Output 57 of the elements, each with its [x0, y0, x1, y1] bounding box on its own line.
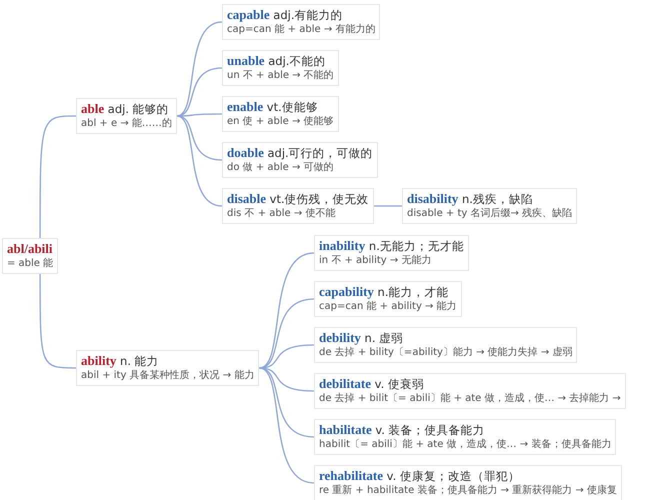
headword-text: capable adj.有能力的: [227, 7, 344, 23]
etymology-text: abl + e → 能……的: [81, 117, 172, 131]
word-card: [402, 188, 578, 224]
etymology-text: un 不 + able → 不能的: [227, 69, 334, 83]
word-card: [76, 98, 177, 134]
etymology-text: re 重新 + habilitate 装备；使具备能力 → 重新获得能力 → 使康复: [319, 484, 617, 498]
word-card: [222, 142, 378, 178]
headword-text: debility n. 虚弱: [319, 330, 404, 346]
connector-curve: [39, 115, 76, 238]
word-card: [314, 465, 622, 500]
connector-curve: [259, 344, 314, 369]
etymology-text: de 去掉 + bility〔=ability〕能力 → 使能力失掉 → 虚弱: [319, 346, 572, 360]
headword-text: able adj. 能够的: [81, 101, 170, 117]
connector-curve: [259, 252, 314, 369]
connector-curve: [374, 205, 402, 207]
etymology-text: cap=can 能 + ability → 能力: [319, 300, 457, 314]
connector-curve: [259, 367, 314, 484]
word-card: [314, 419, 616, 455]
connector-curve: [176, 115, 222, 207]
word-card: [314, 235, 469, 271]
connector-curve: [259, 298, 314, 369]
etymology-text: disable + ty 名词后缀→ 残疾、缺陷: [407, 207, 572, 221]
connector-curve: [259, 367, 314, 438]
connector-curve: [176, 115, 222, 161]
headword-text: abl/abili: [7, 241, 54, 257]
word-card: [76, 350, 260, 386]
headword-text: capability n.能力，才能: [319, 284, 450, 300]
etymology-text: do 做 + able → 可做的: [227, 161, 335, 175]
word-card: [222, 4, 380, 40]
word-card: [314, 327, 578, 363]
headword-text: debilitate v. 使衰弱: [319, 376, 425, 392]
word-card: [2, 238, 58, 274]
word-card: [222, 188, 374, 224]
etymology-text: dis 不 + able → 使不能: [227, 207, 336, 221]
headword-text: enable vt.使能够: [227, 99, 319, 115]
etymology-text: en 使 + able → 使能够: [227, 115, 334, 129]
connector-curve: [39, 274, 76, 369]
connector-curve: [176, 67, 222, 117]
headword-text: rehabilitate v. 使康复；改造（罪犯）: [319, 468, 521, 484]
headword-text: inability n.无能力；无才能: [319, 238, 464, 254]
connector-curve: [176, 21, 222, 117]
word-card: [314, 373, 626, 409]
etymology-text: habilit〔= abili〕能 + ate 做，造成，使… → 装备；使具备能力: [319, 438, 612, 452]
etymology-text: de 去掉 + bilit〔= abili〕能 + ate 做，造成，使… → 去掉能力 →: [319, 392, 621, 406]
headword-text: disable vt.使伤残，使无效: [227, 191, 369, 207]
word-card: [222, 96, 339, 132]
word-card: [222, 50, 339, 86]
headword-text: habilitate v. 装备；使具备能力: [319, 422, 486, 438]
etymology-text: = able 能: [7, 257, 54, 271]
etymology-text: abil + ity 具备某种性质，状况 → 能力: [81, 369, 254, 383]
etymology-text: in 不 + ability → 无能力: [319, 254, 432, 268]
headword-text: ability n. 能力: [81, 353, 160, 369]
word-card: [314, 281, 462, 317]
headword-text: doable adj.可行的，可做的: [227, 145, 373, 161]
headword-text: disability n.残疾，缺陷: [407, 191, 534, 207]
etymology-text: cap=can 能 + able → 有能力的: [227, 23, 376, 37]
headword-text: unable adj.不能的: [227, 53, 326, 69]
